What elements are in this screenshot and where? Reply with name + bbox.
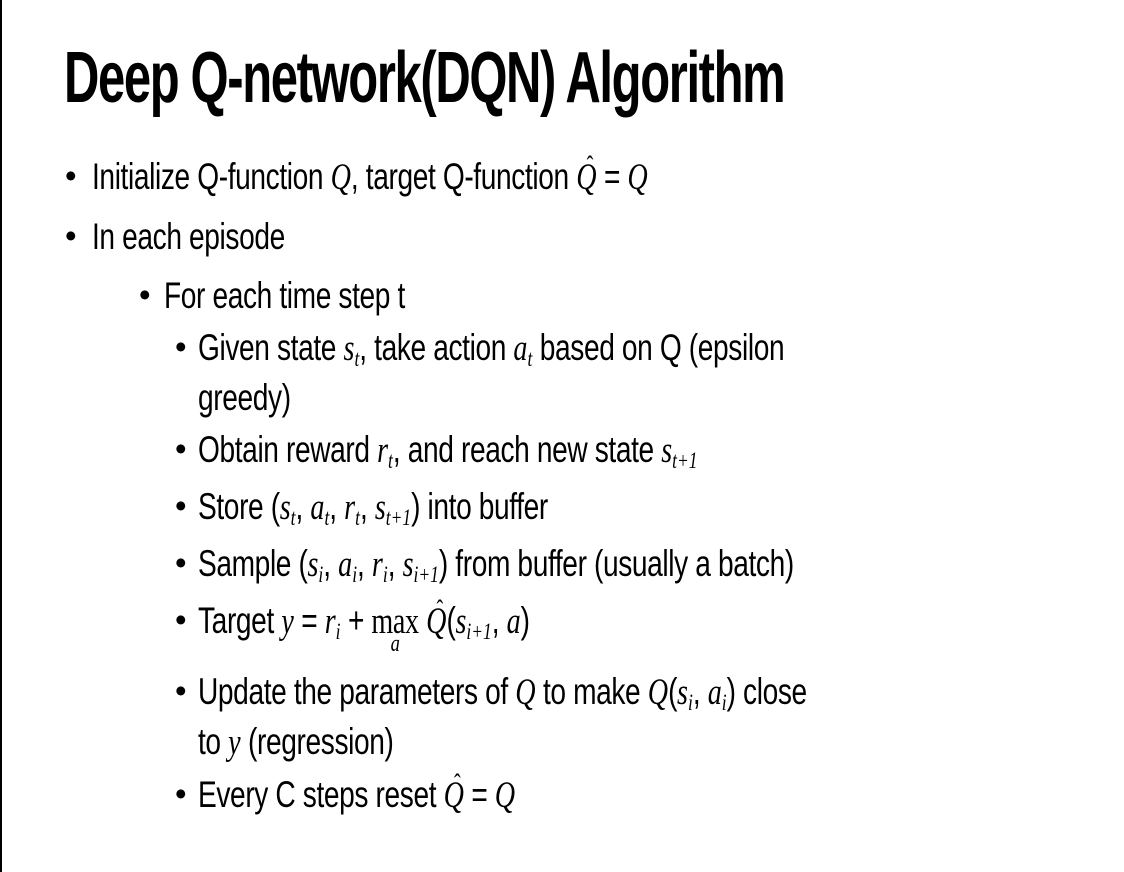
text-run: , xyxy=(295,486,311,527)
text-run: In each episode xyxy=(92,216,285,257)
math-variable-subscript: at xyxy=(310,487,330,530)
text-run: based on Q (epsilon xyxy=(532,327,785,368)
text-run: to make xyxy=(535,671,648,712)
bullet-text: Initialize Q-function Q, target Q-functi… xyxy=(92,150,648,200)
bullet-marker-icon: • xyxy=(175,601,187,638)
text-run: , take action xyxy=(359,327,514,368)
bullet-marker-icon: • xyxy=(175,328,187,365)
math-variable-subscript: si xyxy=(677,672,693,715)
bullet-text: In each episode xyxy=(92,214,285,259)
text-run: Sample ( xyxy=(198,543,308,584)
math-variable-subscript: si xyxy=(307,544,324,587)
math-variable: Q xyxy=(330,157,351,198)
bullet-item: • For each time step t xyxy=(2,273,1124,318)
text-run: , xyxy=(692,671,708,712)
math-variable: a xyxy=(506,601,521,642)
bullet-marker-icon: • xyxy=(65,157,77,194)
text-run: Update the parameters of xyxy=(198,671,516,712)
text-run: ) from buffer (usually a batch) xyxy=(438,543,794,584)
bullet-item: •Initialize Q-function Q, target Q-funct… xyxy=(2,150,1124,200)
bullet-text: For each time step t xyxy=(164,273,405,318)
text-run: Initialize Q-function xyxy=(92,156,331,197)
text-run: Store ( xyxy=(198,486,280,527)
math-variable: Q xyxy=(494,775,516,816)
bullet-marker-icon: • xyxy=(175,672,187,709)
text-run: ) into buffer xyxy=(411,486,548,527)
text-run: greedy) xyxy=(198,377,291,418)
math-variable-subscript: ai xyxy=(338,544,358,587)
bullet-item: • Sample (si, ai, ri, si+1) from buffer (… xyxy=(2,541,1124,591)
text-run: = xyxy=(463,774,495,815)
text-run xyxy=(419,600,426,641)
text-run: ) close xyxy=(726,671,808,712)
text-run: Given state xyxy=(198,327,344,368)
bullet-item: • Given state st, take action at based on… xyxy=(2,325,1124,420)
bullet-item: •Update the parameters of Q to make Q(si… xyxy=(2,669,1124,765)
math-variable-subscript: ri xyxy=(371,544,388,587)
bullet-marker-icon: • xyxy=(65,217,77,254)
bullet-text: Sample (si, ai, ri, si+1) from buffer (u… xyxy=(198,541,794,591)
text-run: ( xyxy=(446,600,456,641)
text-run: , xyxy=(359,486,375,527)
math-variable-subscript: rt xyxy=(344,487,360,530)
math-variable-subscript: st+1 xyxy=(374,487,412,530)
text-run: (regression) xyxy=(240,721,394,762)
math-variable-subscript: st xyxy=(343,328,360,371)
bullet-marker-icon: • xyxy=(175,430,187,467)
text-run: , xyxy=(387,543,403,584)
bullet-item: • In each episode xyxy=(2,214,1124,259)
text-run: , xyxy=(357,543,372,584)
bullet-item: • Store (st, at, rt, st+1) into buffer xyxy=(2,484,1124,534)
text-run: = xyxy=(596,156,628,197)
text-run: Target xyxy=(198,600,282,641)
bullet-marker-icon: • xyxy=(175,544,187,581)
slide-title: Deep Q-network(DQN) Algorithm xyxy=(64,38,786,118)
bullet-list: •Initialize Q-function Q, target Q-funct… xyxy=(2,150,1124,818)
text-run: = xyxy=(293,600,325,641)
math-variable: Q xyxy=(647,672,669,713)
math-variable-subscript: si+1 xyxy=(455,601,492,644)
text-run: Obtain reward xyxy=(198,429,378,470)
text-run: Every C steps reset xyxy=(198,774,444,815)
math-variable-subscript: at xyxy=(513,328,533,371)
bullet-text: Obtain reward rt, and reach new state st… xyxy=(198,427,698,477)
math-variable-subscript: ri xyxy=(324,601,341,644)
math-variable-subscript: ai xyxy=(707,672,727,715)
bullet-text: Update the parameters of Q to make Q(si,… xyxy=(198,669,807,765)
bullet-marker-icon: • xyxy=(139,276,151,313)
math-variable: y xyxy=(281,601,294,642)
bullet-item: • Obtain reward rt, and reach new state s… xyxy=(2,427,1124,477)
math-variable-subscript: st xyxy=(279,487,296,530)
text-run: , xyxy=(323,543,339,584)
text-run: For each time step t xyxy=(164,275,405,316)
text-run: ) xyxy=(520,600,530,641)
math-variable-subscript: st+1 xyxy=(661,430,698,473)
math-variable: Q xyxy=(627,157,648,198)
bullet-text: Given state st, take action at based on … xyxy=(198,325,785,420)
text-run: + xyxy=(340,600,372,641)
math-variable-subscript: si+1 xyxy=(402,544,439,587)
math-variable-subscript: rt xyxy=(377,430,393,473)
text-run: , xyxy=(329,486,345,527)
bullet-marker-icon: • xyxy=(175,775,187,812)
text-run: ( xyxy=(668,671,678,712)
math-variable: Q xyxy=(515,672,536,713)
text-run: , target Q-function xyxy=(350,156,577,197)
text-run: , and reach new state xyxy=(392,429,662,470)
text-run: to xyxy=(198,721,229,762)
text-run: , xyxy=(491,600,507,641)
bullet-text: Store (st, at, rt, st+1) into buffer xyxy=(198,484,548,534)
math-variable: y xyxy=(228,722,241,763)
bullet-marker-icon: • xyxy=(175,487,187,524)
